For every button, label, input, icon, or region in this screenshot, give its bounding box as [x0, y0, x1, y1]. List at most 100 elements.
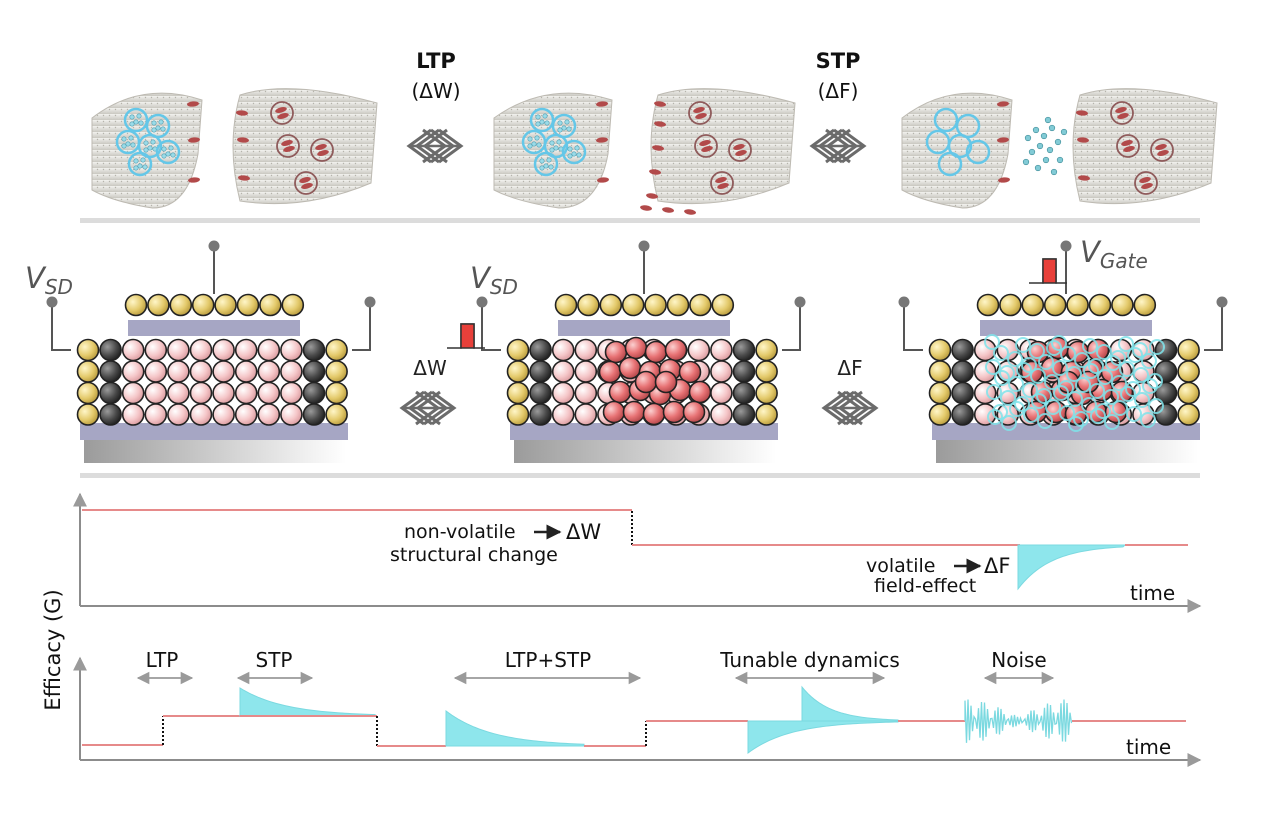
- presynaptic-terminal: [901, 92, 1013, 209]
- vsd-label-main: V: [470, 261, 492, 295]
- channel-atom: [574, 360, 598, 383]
- neurotransmitter-dot: [136, 113, 142, 119]
- neurotransmitter-dot: [1040, 132, 1048, 140]
- channel-atom: [234, 381, 258, 405]
- electrode-atom: [755, 360, 778, 383]
- channel-atom: [973, 360, 997, 383]
- electrode-atom: [76, 338, 100, 362]
- channel-atom: [710, 403, 733, 426]
- contact-atom: [951, 381, 974, 405]
- neurotransmitter-dot: [544, 120, 550, 126]
- contact-atom: [732, 338, 756, 362]
- neurotransmitter-dot: [1036, 142, 1044, 150]
- drain-wire: [352, 302, 371, 351]
- neurotransmitter-dot: [549, 147, 555, 153]
- neurotransmitter-dot: [539, 119, 545, 125]
- contact-atom: [529, 338, 552, 362]
- field-ion-ring: [994, 370, 1010, 386]
- receptor: [733, 144, 745, 150]
- receptor: [299, 177, 311, 183]
- field-ion-ring: [1111, 375, 1127, 391]
- filament-atom: [682, 400, 706, 424]
- delta-f-label: ΔF: [837, 356, 862, 380]
- ltp-heading: LTP: [416, 49, 456, 73]
- synapse-illustrations: [91, 88, 1218, 215]
- neurotransmitter-dot: [130, 142, 136, 148]
- neurotransmitter-dot: [1024, 134, 1032, 142]
- field-ion-ring: [1147, 373, 1163, 389]
- vesicle: [127, 151, 153, 177]
- field-ion-ring: [1148, 398, 1164, 414]
- field-ion-ring: [1000, 390, 1016, 406]
- channel-atom: [121, 338, 145, 362]
- vgate-label: VGate: [1080, 235, 1148, 273]
- volatile-label: volatile: [866, 555, 936, 577]
- gate-electrode-atom: [577, 293, 600, 317]
- nonvolatile-text: non-volatile: [404, 521, 516, 543]
- receptor: [597, 177, 609, 183]
- nonvolatile-label: non-volatile: [404, 521, 516, 543]
- channel-atom: [144, 338, 168, 362]
- channel-atom: [574, 338, 598, 362]
- channel-atom: [574, 381, 598, 405]
- filament-atom: [688, 380, 712, 404]
- receptor: [997, 137, 1009, 143]
- contact-atom: [732, 360, 756, 383]
- filament-atom: [678, 360, 702, 384]
- electrode-atom: [325, 381, 348, 405]
- receptor: [317, 150, 329, 156]
- channel-atom: [574, 403, 598, 426]
- channel-atom: [257, 403, 281, 426]
- neurotransmitter-dot: [133, 158, 139, 164]
- field-ion-ring: [1112, 400, 1128, 416]
- neurotransmitter-dot: [161, 146, 167, 152]
- receptor-vesicle: [1116, 134, 1140, 158]
- gate-electrode-atom: [1088, 293, 1112, 317]
- receptor: [1139, 177, 1151, 183]
- receptor: [735, 150, 747, 156]
- gate-electrode-atom: [1111, 293, 1134, 317]
- vsd-label-sub: SD: [45, 275, 73, 299]
- receptor: [695, 113, 707, 119]
- electrode-atom: [928, 338, 952, 362]
- gate-terminal: [1060, 240, 1072, 252]
- electrode-atom: [506, 338, 530, 362]
- channel-atom: [280, 403, 303, 426]
- channel-atom: [257, 360, 281, 383]
- contact-atom: [529, 381, 552, 405]
- range-label: STP: [256, 648, 293, 672]
- field-ion-ring: [1149, 339, 1165, 355]
- tunable-dynamics-facilitation-shape: [801, 685, 899, 722]
- electrode-atom: [755, 403, 778, 426]
- gate-electrode-atom: [169, 293, 193, 317]
- gate-electrode-atom: [599, 293, 623, 317]
- neurotransmitter-dot: [150, 139, 156, 145]
- gate-electrode-atom: [999, 293, 1022, 317]
- neurotransmitter-dot: [539, 158, 545, 164]
- chevron-left-icon: [821, 390, 847, 426]
- neurotransmitter-dot: [151, 127, 157, 133]
- neurotransmitter-dot: [165, 151, 171, 157]
- channel-atom: [551, 338, 575, 362]
- gate-electrode-atom: [281, 293, 305, 317]
- chevron-right-icon: [431, 390, 457, 426]
- source-terminal: [898, 296, 910, 308]
- ltp-stp-decay-shape: [445, 710, 585, 747]
- field-ion-ring: [1008, 376, 1024, 392]
- channel-atom: [710, 360, 733, 383]
- source-wire: [51, 302, 71, 351]
- neurotransmitter-dot: [1032, 126, 1040, 134]
- drain-wire: [1204, 302, 1223, 351]
- vesicle: [965, 139, 991, 165]
- channel-atom: [551, 403, 575, 426]
- receptor: [654, 101, 666, 107]
- neurotransmitter-dot: [527, 143, 533, 149]
- electrode-atom: [928, 381, 952, 405]
- field-ion-ring: [1046, 340, 1062, 356]
- neurotransmitter-dot: [576, 152, 582, 158]
- contact-atom: [302, 381, 326, 405]
- double-arrow-icon: [809, 128, 867, 164]
- drain-wire: [782, 302, 801, 351]
- receptor-vesicle: [294, 171, 318, 195]
